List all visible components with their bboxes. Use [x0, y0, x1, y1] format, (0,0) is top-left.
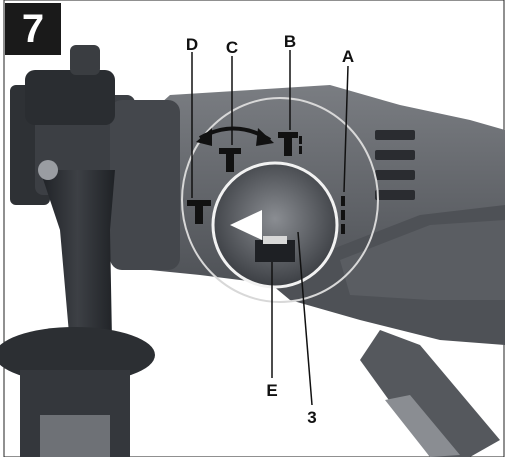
auxiliary-handle — [40, 170, 115, 345]
vent-slots — [375, 130, 415, 200]
callout-d: D — [186, 35, 198, 54]
callout-c: C — [226, 38, 238, 57]
callout-a: A — [342, 47, 354, 66]
dial-scale-ring — [181, 97, 379, 303]
lock-button — [255, 240, 295, 262]
hammer-drill-symbol-b — [278, 132, 302, 156]
callout-3: 3 — [307, 408, 316, 427]
hammer-symbol-c — [219, 148, 241, 172]
callout-b: B — [284, 32, 296, 51]
callout-leaders — [191, 50, 349, 406]
figure-number-badge: 7 — [5, 3, 61, 55]
dial-pointer-arrow — [230, 210, 262, 240]
chisel-symbol-d — [187, 200, 211, 224]
callout-e: E — [266, 381, 277, 400]
drill-symbol-a — [341, 196, 345, 234]
mode-selector-knob — [211, 161, 339, 289]
rear-handle — [360, 330, 500, 457]
figure-number: 7 — [21, 7, 45, 51]
